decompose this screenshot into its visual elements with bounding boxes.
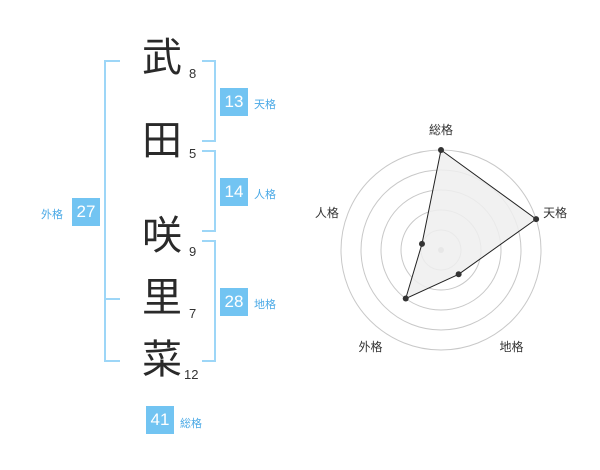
stroke-count-3: 9 xyxy=(189,244,197,259)
chikaku-label: 地格 xyxy=(254,298,276,311)
tenkaku-bracket xyxy=(202,60,216,142)
tenkaku-label: 天格 xyxy=(254,98,276,111)
stroke-count-4: 7 xyxy=(189,306,197,321)
radar-axis-label-1: 天格 xyxy=(543,205,567,220)
gaikaku-bracket xyxy=(104,60,120,362)
radar-point-3 xyxy=(402,295,409,302)
jinkaku-label: 人格 xyxy=(254,188,276,201)
name-char-4: 里 xyxy=(142,275,182,321)
stroke-count-5: 12 xyxy=(184,367,199,382)
jinkaku-bracket xyxy=(202,150,216,232)
radar-axis-label-2: 地格 xyxy=(500,339,524,354)
radar-axis-label-4: 人格 xyxy=(315,205,339,220)
name-char-5: 菜 xyxy=(142,337,182,383)
chikaku-value: 28 xyxy=(220,288,248,316)
radar-axis-label-3: 外格 xyxy=(358,339,382,354)
name-char-3: 咲 xyxy=(142,213,182,259)
stroke-count-1: 8 xyxy=(189,66,197,81)
name-char-2: 田 xyxy=(142,118,182,164)
radar-point-2 xyxy=(455,271,462,278)
chikaku-bracket xyxy=(202,240,216,362)
stroke-count-2: 5 xyxy=(189,146,197,161)
name-char-1: 武 xyxy=(142,35,182,81)
radar-point-0 xyxy=(438,147,444,153)
soukaku-label: 総格 xyxy=(180,417,202,430)
radar-point-1 xyxy=(533,216,540,223)
radar-data-polygon xyxy=(404,149,537,300)
gaikaku-value: 27 xyxy=(72,198,100,226)
tenkaku-value: 13 xyxy=(220,88,248,116)
soukaku-value: 41 xyxy=(146,406,174,434)
radar-axis-label-0: 総格 xyxy=(429,122,453,137)
gaikaku-label: 外格 xyxy=(41,208,63,221)
jinkaku-value: 14 xyxy=(220,178,248,206)
radar-point-4 xyxy=(418,240,425,247)
gaikaku-bracket-divider xyxy=(104,298,120,300)
